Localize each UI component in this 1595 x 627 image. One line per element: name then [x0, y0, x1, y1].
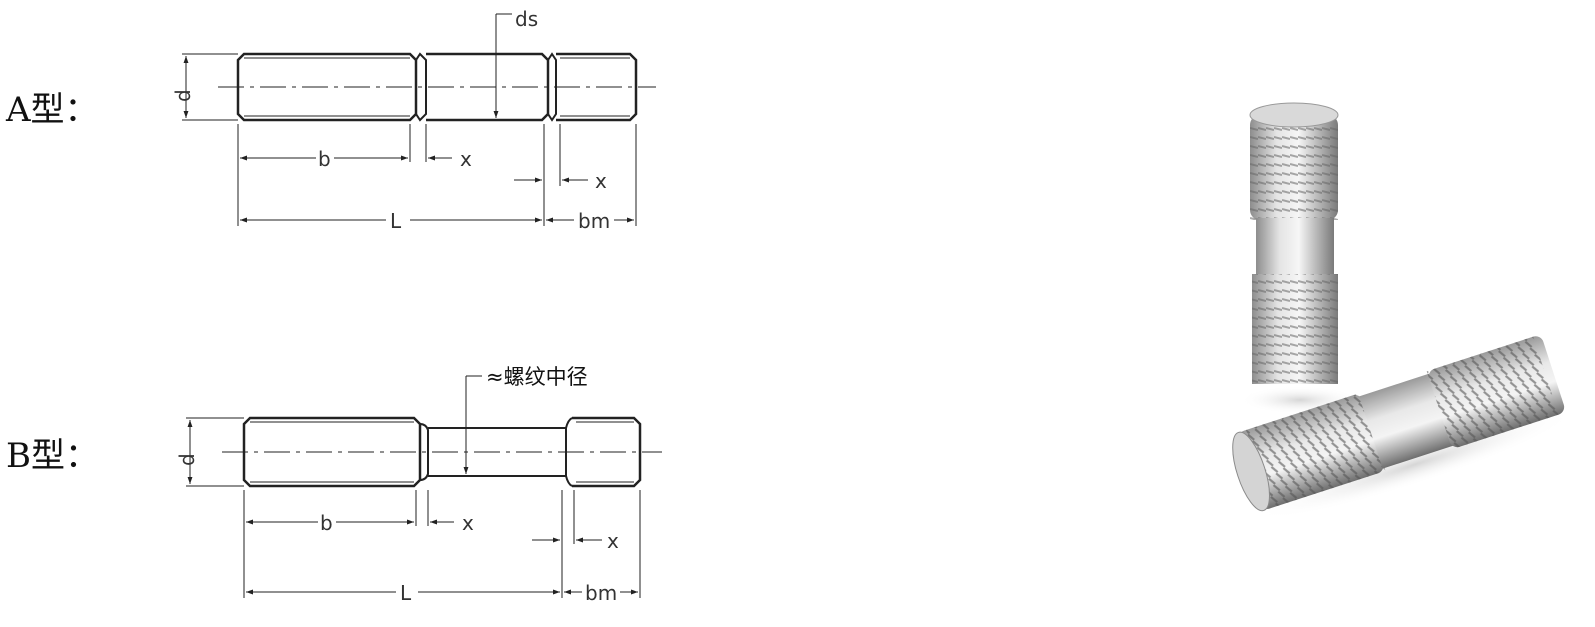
dim-b-d: d [175, 453, 199, 466]
dim-b-pitch-diameter-note: ≈螺纹中径 [486, 365, 588, 389]
type-a-label: A型： [6, 90, 99, 130]
dim-b-bm: bm [585, 581, 617, 605]
dim-b-x2: x [607, 529, 619, 553]
dim-a-x1: x [460, 147, 472, 171]
type-b-label: B型： [6, 436, 99, 476]
lying-stud [1232, 336, 1577, 521]
dim-a-d: d [171, 89, 195, 102]
dim-a-ds: ds [515, 7, 538, 31]
dim-b-L: L [400, 581, 412, 605]
dim-a-b: b [318, 147, 331, 171]
stud-product-photo [1232, 102, 1577, 521]
dim-a-bm: bm [578, 209, 610, 233]
dim-b-b: b [320, 511, 333, 535]
dim-b-x1: x [462, 511, 474, 535]
dim-a-x2: x [595, 169, 607, 193]
type-b-drawing [186, 375, 662, 598]
type-a-drawing [182, 13, 656, 226]
standing-stud [1240, 102, 1360, 414]
stud-technical-drawings: d ds b x x L bm [171, 7, 662, 605]
dim-a-L: L [390, 209, 402, 233]
